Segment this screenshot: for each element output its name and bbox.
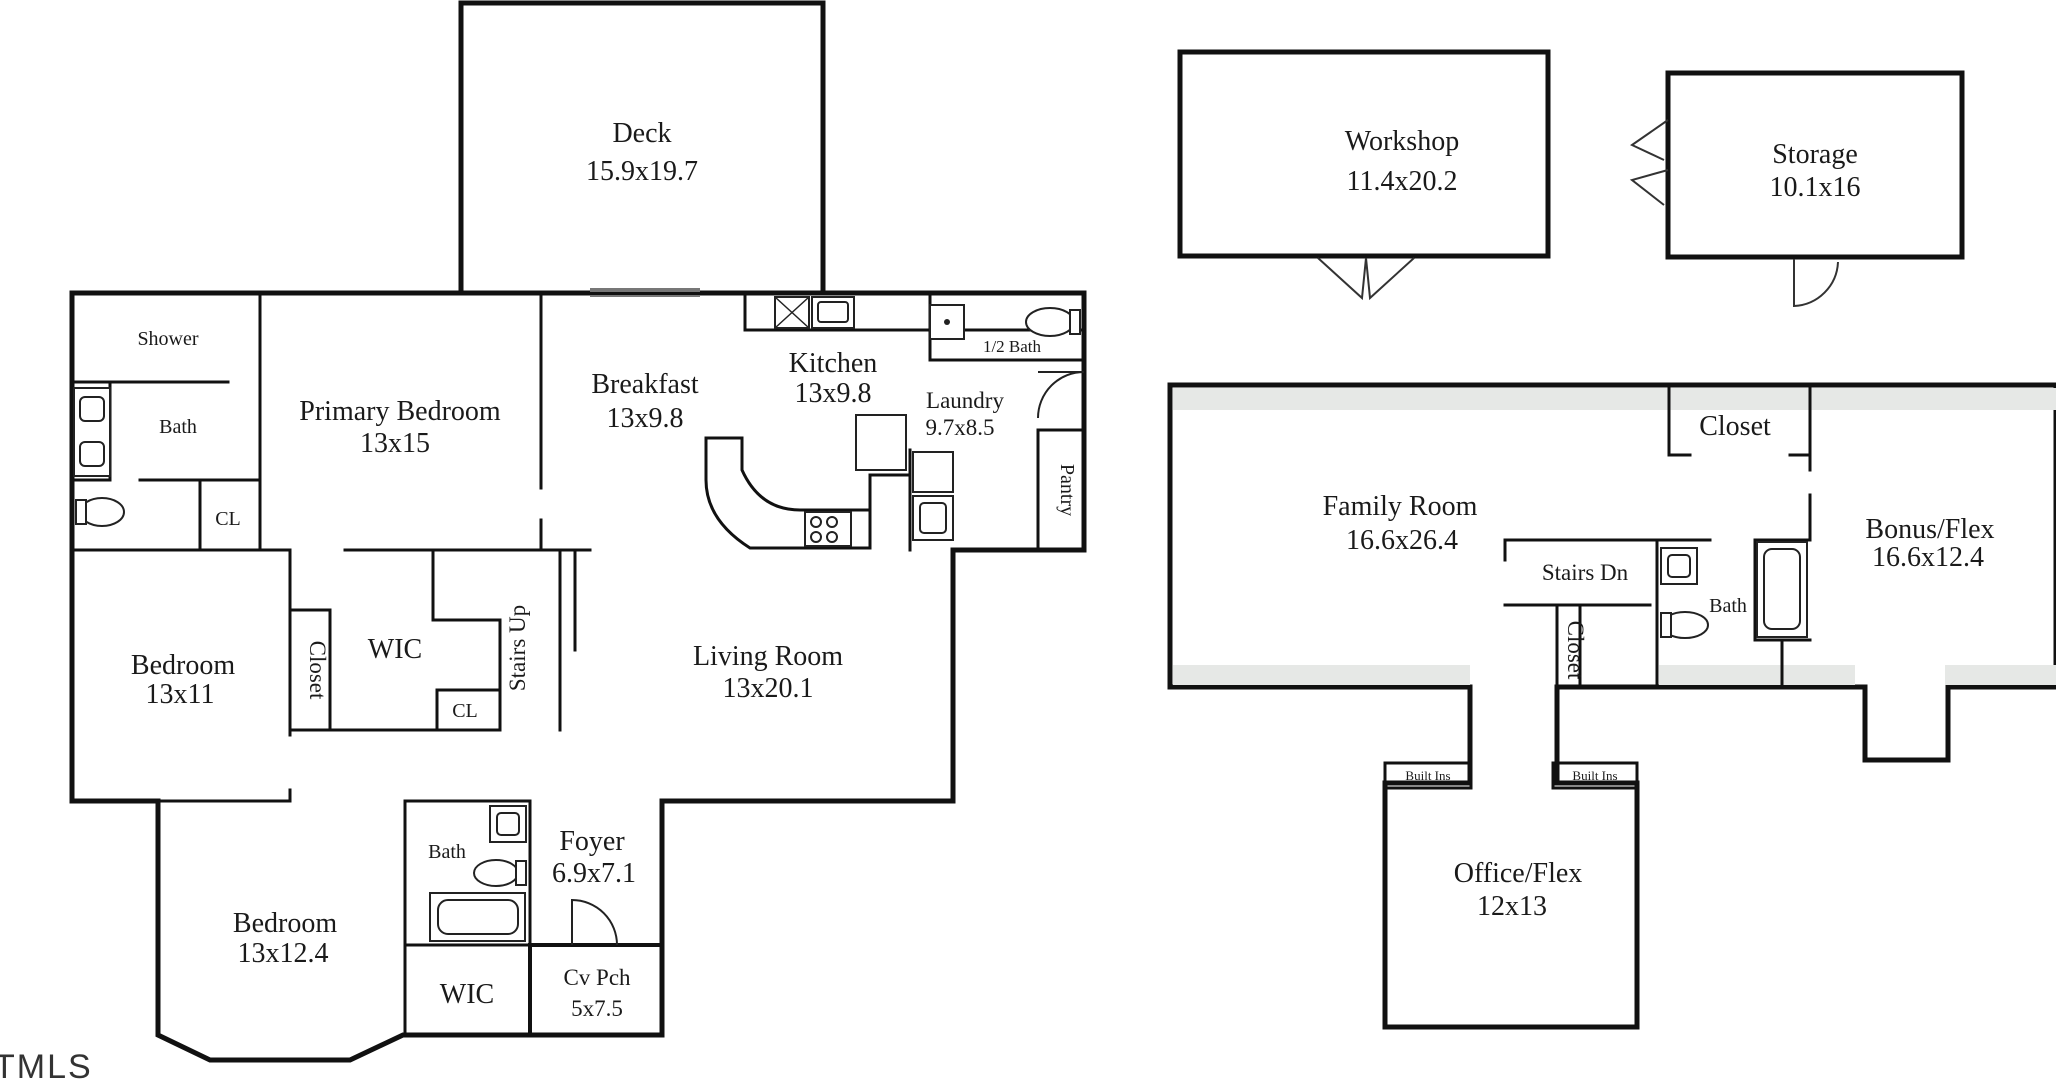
foyer-name: Foyer	[559, 826, 625, 857]
closet-stairs-name: Closet	[1563, 621, 1588, 680]
cl-wic-name: CL	[452, 700, 478, 722]
living-room-dims: 13x20.1	[723, 673, 814, 704]
tmls-logo: TMLS	[0, 1048, 93, 1081]
main-interior-walls	[70, 291, 1086, 1037]
cl-primary-name: CL	[215, 508, 241, 530]
office-flex-dims: 12x13	[1477, 891, 1547, 922]
wic2-name: WIC	[440, 979, 494, 1010]
bonus-flex-dims: 16.6x12.4	[1872, 542, 1984, 573]
bedroom2-name: Bedroom	[233, 908, 337, 939]
closet-upper-name: Closet	[1699, 411, 1771, 442]
upper-bath-name: Bath	[1709, 595, 1747, 617]
cv-pch-name: Cv Pch	[563, 965, 631, 990]
shower-name: Shower	[137, 328, 198, 350]
laundry-dims: 9.7x8.5	[926, 415, 995, 440]
primary-bedroom-name: Primary Bedroom	[299, 396, 501, 427]
main-floor: Deck 15.9x19.7 Shower Bath Primary Bedro…	[69, 0, 1087, 1063]
built-ins-right-box	[1551, 761, 1639, 790]
bedroom1-name: Bedroom	[131, 650, 235, 681]
half-bath-name: 1/2 Bath	[983, 337, 1042, 356]
upper-floor-outline	[1167, 382, 2056, 1030]
outbuildings: Workshop 11.4x20.2 Storage 10.1x16	[1177, 49, 1965, 308]
primary-bath-name: Bath	[159, 416, 197, 438]
stairs-up-name: Stairs Up	[505, 605, 530, 691]
living-room-name: Living Room	[693, 641, 843, 672]
storage-name: Storage	[1772, 139, 1858, 170]
workshop-area	[1177, 49, 1551, 259]
upper-floor: Closet Family Room 16.6x26.4 Stairs Dn C…	[1167, 382, 2056, 1030]
kitchen-dims: 13x9.8	[795, 378, 872, 409]
upper-interior-walls	[1503, 383, 1812, 689]
pantry-name: Pantry	[1056, 464, 1078, 516]
deck-name: Deck	[612, 118, 671, 149]
workshop-name: Workshop	[1345, 126, 1459, 157]
kitchen-name: Kitchen	[789, 348, 878, 379]
built-ins-right-name: Built Ins	[1572, 768, 1617, 783]
cv-pch-dims: 5x7.5	[571, 996, 623, 1021]
family-room-dims: 16.6x26.4	[1346, 525, 1458, 556]
bedroom2-dims: 13x12.4	[238, 938, 329, 969]
breakfast-name: Breakfast	[591, 369, 699, 400]
foyer-dims: 6.9x7.1	[552, 858, 636, 889]
main-labels: Deck 15.9x19.7 Shower Bath Primary Bedro…	[131, 118, 1078, 1021]
built-ins-left-name: Built Ins	[1405, 768, 1450, 783]
storage-area	[1665, 70, 1965, 260]
hall-bath-name: Bath	[428, 841, 466, 863]
bedroom1-dims: 13x11	[146, 679, 215, 710]
stairs-dn-name: Stairs Dn	[1542, 560, 1629, 585]
covered-porch-area	[528, 943, 664, 1037]
office-flex-name: Office/Flex	[1454, 858, 1583, 889]
main-fixtures	[73, 296, 1085, 946]
laundry-name: Laundry	[926, 388, 1004, 413]
built-ins-left-box	[1383, 761, 1473, 790]
workshop-dims: 11.4x20.2	[1347, 166, 1458, 197]
primary-bedroom-dims: 13x15	[360, 428, 430, 459]
deck-dims: 15.9x19.7	[586, 156, 698, 187]
kitchen-peninsula	[704, 436, 872, 550]
storage-dims: 10.1x16	[1770, 172, 1861, 203]
breakfast-dims: 13x9.8	[607, 403, 684, 434]
bonus-flex-name: Bonus/Flex	[1865, 514, 1994, 545]
family-room-name: Family Room	[1323, 491, 1478, 522]
wic1-name: WIC	[368, 634, 422, 665]
closet-b1-name: Closet	[305, 641, 330, 700]
